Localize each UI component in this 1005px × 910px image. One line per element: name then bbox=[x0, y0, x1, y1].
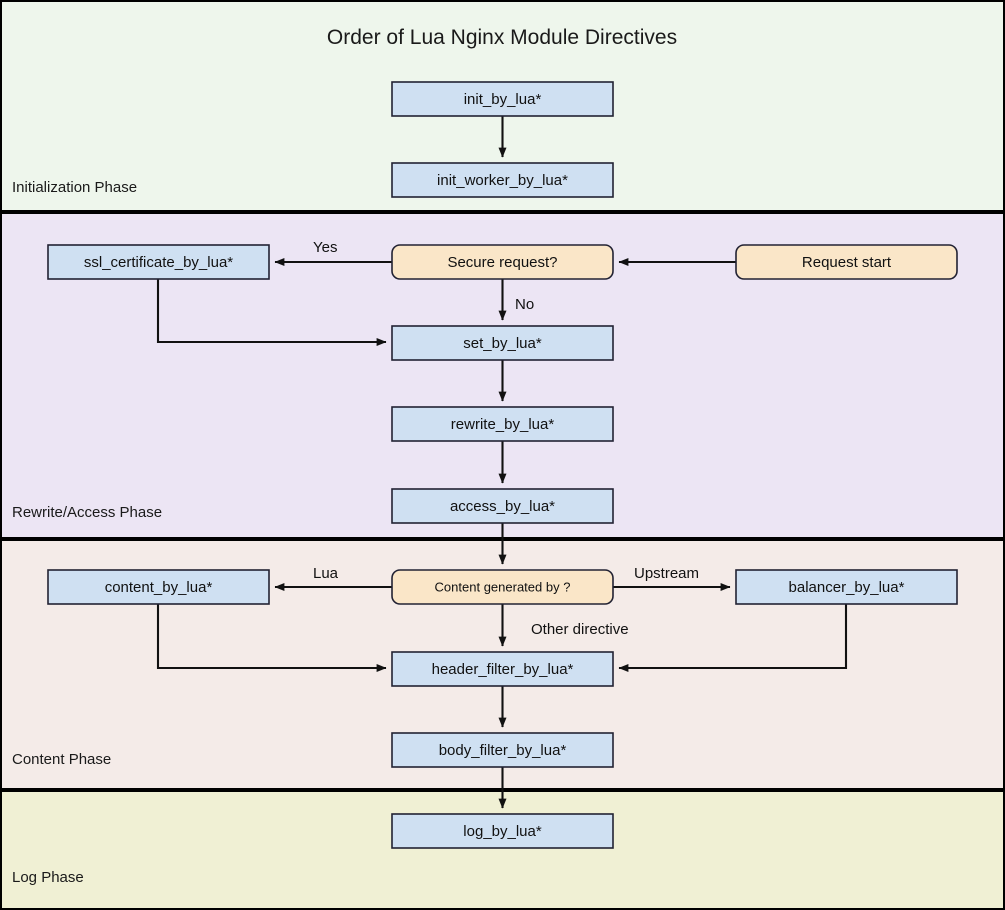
node-box-body_filter_by_lua[interactable] bbox=[391, 732, 614, 768]
node-access_by_lua[interactable]: access_by_lua* bbox=[391, 488, 614, 524]
node-layer: init_by_lua* init_worker_by_lua* Request s… bbox=[47, 81, 958, 849]
edge-label-label-yes: Yes bbox=[313, 239, 337, 256]
node-secure_request[interactable]: Secure request? bbox=[391, 244, 614, 280]
node-label-header_filter_by_lua: header_filter_by_lua* bbox=[432, 661, 574, 678]
node-ssl_certificate_by_lua[interactable]: ssl_certificate_by_lua* bbox=[47, 244, 270, 280]
node-label-rewrite_by_lua: rewrite_by_lua* bbox=[451, 416, 555, 433]
node-label-request_start: Request start bbox=[802, 254, 892, 271]
node-content_generated_by[interactable]: Content generated by ? bbox=[391, 569, 614, 605]
node-box-header_filter_by_lua[interactable] bbox=[391, 651, 614, 687]
node-rewrite_by_lua[interactable]: rewrite_by_lua* bbox=[391, 406, 614, 442]
node-label-content_by_lua: content_by_lua* bbox=[105, 579, 213, 596]
edge-ssl-to-set bbox=[156, 279, 387, 346]
node-box-access_by_lua[interactable] bbox=[391, 488, 614, 524]
edge-label-label-no: No bbox=[515, 296, 534, 313]
edge-layer bbox=[156, 116, 848, 809]
phase-label-log: Log Phase bbox=[12, 869, 84, 886]
edge-label-label-lua: Lua bbox=[313, 565, 339, 582]
node-init_by_lua[interactable]: init_by_lua* bbox=[391, 81, 614, 117]
node-box-ssl_certificate_by_lua[interactable] bbox=[47, 244, 270, 280]
node-box-request_start[interactable] bbox=[735, 244, 958, 280]
node-label-access_by_lua: access_by_lua* bbox=[450, 498, 555, 515]
node-box-set_by_lua[interactable] bbox=[391, 325, 614, 361]
node-box-content_generated_by[interactable] bbox=[391, 569, 614, 605]
node-label-log_by_lua: log_by_lua* bbox=[463, 823, 542, 840]
node-set_by_lua[interactable]: set_by_lua* bbox=[391, 325, 614, 361]
phase-label-content: Content Phase bbox=[12, 751, 111, 768]
node-box-rewrite_by_lua[interactable] bbox=[391, 406, 614, 442]
node-request_start[interactable]: Request start bbox=[735, 244, 958, 280]
edge-contentbylua-to-headerfilter bbox=[156, 604, 387, 672]
node-content_by_lua[interactable]: content_by_lua* bbox=[47, 569, 270, 605]
node-box-content_by_lua[interactable] bbox=[47, 569, 270, 605]
page-title: Order of Lua Nginx Module Directives bbox=[327, 26, 677, 49]
phase-label-rewrite_access: Rewrite/Access Phase bbox=[12, 504, 162, 521]
node-label-balancer_by_lua: balancer_by_lua* bbox=[789, 579, 905, 596]
node-box-secure_request[interactable] bbox=[391, 244, 614, 280]
node-init_worker_by_lua[interactable]: init_worker_by_lua* bbox=[391, 162, 614, 198]
edge-label-label-other-directive: Other directive bbox=[531, 621, 629, 638]
node-label-content_generated_by: Content generated by ? bbox=[435, 579, 571, 594]
node-header_filter_by_lua[interactable]: header_filter_by_lua* bbox=[391, 651, 614, 687]
node-label-secure_request: Secure request? bbox=[447, 254, 557, 271]
node-label-set_by_lua: set_by_lua* bbox=[463, 335, 542, 352]
node-box-log_by_lua[interactable] bbox=[391, 813, 614, 849]
node-balancer_by_lua[interactable]: balancer_by_lua* bbox=[735, 569, 958, 605]
node-body_filter_by_lua[interactable]: body_filter_by_lua* bbox=[391, 732, 614, 768]
node-label-init_worker_by_lua: init_worker_by_lua* bbox=[437, 172, 568, 189]
node-label-ssl_certificate_by_lua: ssl_certificate_by_lua* bbox=[84, 254, 233, 271]
edge-balancer-to-headerfilter bbox=[618, 604, 848, 672]
phase-band-log bbox=[0, 790, 1005, 910]
node-label-body_filter_by_lua: body_filter_by_lua* bbox=[439, 742, 567, 759]
node-box-init_by_lua[interactable] bbox=[391, 81, 614, 117]
node-box-balancer_by_lua[interactable] bbox=[735, 569, 958, 605]
node-log_by_lua[interactable]: log_by_lua* bbox=[391, 813, 614, 849]
node-label-init_by_lua: init_by_lua* bbox=[464, 91, 542, 108]
phase-label-initialization: Initialization Phase bbox=[12, 179, 137, 196]
edge-label-label-upstream: Upstream bbox=[634, 565, 699, 582]
node-box-init_worker_by_lua[interactable] bbox=[391, 162, 614, 198]
